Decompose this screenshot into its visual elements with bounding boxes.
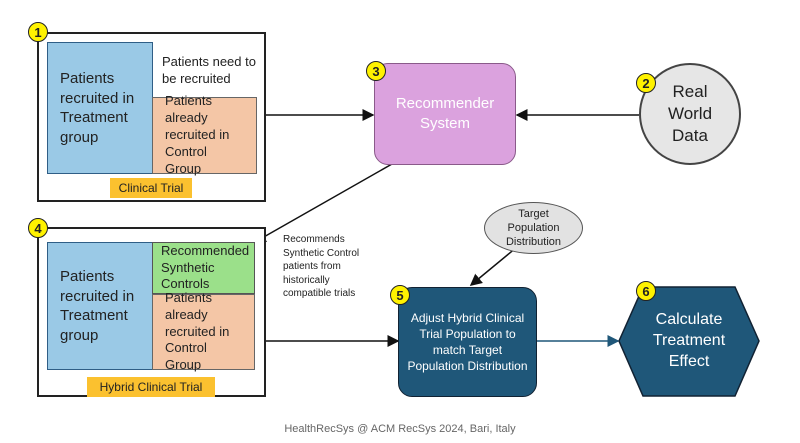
ht-treatment-group: Patients recruited in Treatment group	[47, 242, 153, 370]
step-badge-5: 5	[390, 285, 410, 305]
arrow-target-to-adjust	[469, 246, 518, 286]
calculate-treatment-effect: Calculate Treatment Effect	[652, 311, 726, 370]
recommends-note: Recommends Synthetic Control patients fr…	[283, 234, 360, 299]
adjust-hybrid-population: Adjust Hybrid Clinical Trial Population …	[398, 287, 537, 397]
real-world-data: Real World Data	[639, 63, 741, 165]
ht-control-group: Patients already recruited in Control Gr…	[152, 290, 255, 372]
step-badge-3: 3	[366, 61, 386, 81]
ht-synthetic-controls: Recommended Synthetic Controls	[152, 242, 255, 294]
ct-control-group: Patients already recruited in Control Gr…	[152, 93, 257, 176]
step-badge-2: 2	[636, 73, 656, 93]
step-badge-6: 6	[636, 281, 656, 301]
ht-tag: Hybrid Clinical Trial	[87, 377, 215, 397]
ct-tag: Clinical Trial	[110, 178, 192, 198]
ct-to-recruit-label: Patients need to be recruited	[162, 54, 256, 86]
arrow-recommender-to-hybrid	[253, 163, 393, 243]
step-badge-1: 1	[28, 22, 48, 42]
target-population-distribution: Target Population Distribution	[484, 202, 583, 254]
footer-caption: HealthRecSys @ ACM RecSys 2024, Bari, It…	[284, 423, 516, 435]
recommender-system: Recommender System	[374, 63, 516, 165]
step-badge-4: 4	[28, 218, 48, 238]
